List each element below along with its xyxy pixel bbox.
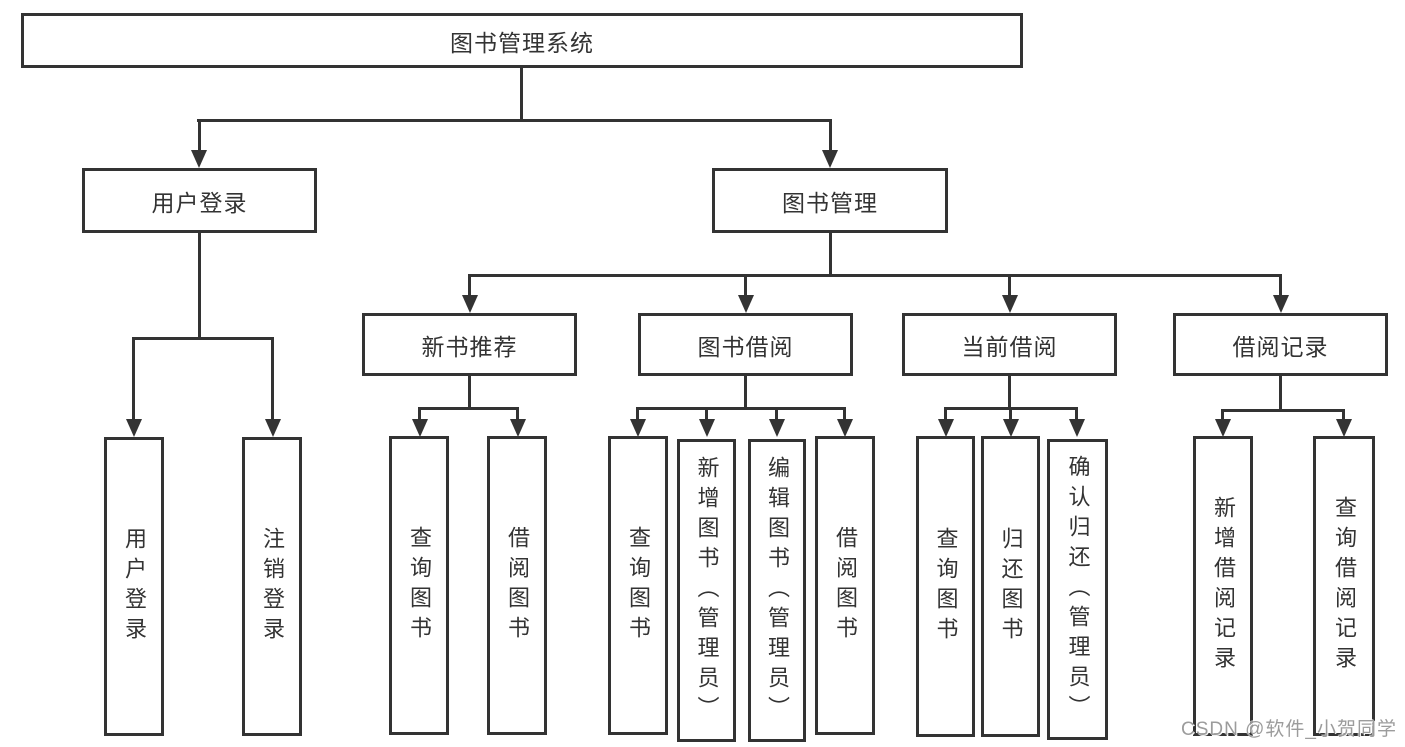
connector-arrowhead [1002, 419, 1019, 437]
connector-arrowhead [1068, 419, 1085, 437]
node-label: 借阅记录 [1232, 333, 1329, 360]
node-label: 图书管理系统 [450, 29, 594, 56]
node-library-management-system: 图书管理系统 [21, 13, 1023, 68]
leaf-label: 借阅图书 [833, 525, 858, 646]
node-current-borrow: 当前借阅 [902, 313, 1117, 376]
connector-line [197, 119, 201, 150]
connector-line [418, 407, 519, 410]
leaf-label: 归还图书 [998, 526, 1024, 647]
node-user-login: 用户登录 [82, 168, 317, 233]
node-label: 用户登录 [151, 189, 248, 216]
leaf-label: 查询图书 [933, 526, 959, 647]
leaf-borrow-books-borrow: 借阅图书 [815, 436, 875, 735]
connector-line [1008, 274, 1011, 295]
connector-arrowhead [836, 419, 853, 437]
connector-arrowhead [125, 419, 142, 437]
connector-line [132, 337, 135, 419]
connector-line [636, 407, 639, 419]
connector-arrowhead [1335, 419, 1352, 437]
connector-arrowhead [937, 419, 954, 437]
connector-line [1279, 376, 1282, 409]
connector-arrowhead [822, 150, 838, 168]
connector-arrowhead [1272, 295, 1289, 313]
node-label: 图书借阅 [697, 333, 794, 360]
leaf-query-books-borrow: 查询图书 [608, 436, 668, 735]
leaf-label: 查询借阅记录 [1332, 496, 1357, 676]
node-label: 当前借阅 [961, 333, 1058, 360]
leaf-query-books-newbook: 查询图书 [389, 436, 449, 735]
connector-line [1075, 407, 1078, 419]
leaf-label: 查询图书 [626, 525, 651, 646]
connector-line [1221, 409, 1224, 419]
connector-arrowhead [461, 295, 478, 313]
leaf-logout: 注销登录 [242, 437, 302, 736]
leaf-add-book-admin: 新增图书（管理员） [677, 439, 736, 742]
connector-arrowhead [191, 150, 207, 168]
connector-line [775, 407, 778, 419]
connector-line [1008, 376, 1011, 407]
connector-line [516, 407, 519, 419]
connector-line [1279, 274, 1282, 295]
leaf-label: 借阅图书 [505, 525, 530, 646]
node-borrow-records: 借阅记录 [1173, 313, 1388, 376]
connector-arrowhead [629, 419, 646, 437]
connector-arrowhead [1001, 295, 1018, 313]
leaf-label: 用户登录 [122, 526, 147, 647]
connector-line [468, 274, 471, 295]
leaf-label: 编辑图书（管理员） [765, 455, 790, 726]
connector-line [636, 407, 846, 410]
connector-arrowhead [411, 419, 428, 437]
leaf-edit-book-admin: 编辑图书（管理员） [748, 439, 806, 742]
leaf-confirm-return-admin: 确认归还（管理员） [1047, 439, 1108, 740]
connector-line [197, 233, 201, 337]
node-label: 新书推荐 [421, 333, 518, 360]
connector-line [843, 407, 846, 419]
node-book-management: 图书管理 [712, 168, 948, 233]
connector-line [828, 233, 832, 274]
node-book-borrow: 图书借阅 [638, 313, 853, 376]
node-new-book-recommend: 新书推荐 [362, 313, 577, 376]
leaf-add-borrow-record: 新增借阅记录 [1193, 436, 1253, 736]
connector-line [828, 119, 832, 150]
leaf-borrow-books-newbook: 借阅图书 [487, 436, 547, 735]
connector-line [744, 274, 747, 295]
connector-arrowhead [698, 419, 715, 437]
leaf-query-borrow-record: 查询借阅记录 [1313, 436, 1375, 736]
connector-line [944, 407, 947, 419]
leaf-label: 注销登录 [260, 526, 285, 647]
connector-arrowhead [264, 419, 281, 437]
leaf-return-book: 归还图书 [981, 436, 1040, 737]
connector-line [1221, 409, 1345, 412]
node-label: 图书管理 [782, 189, 878, 216]
leaf-label: 查询图书 [407, 525, 432, 646]
connector-line [1009, 407, 1012, 419]
connector-line [468, 274, 1282, 277]
connector-line [705, 407, 708, 419]
connector-line [418, 407, 421, 419]
connector-line [197, 119, 832, 122]
connector-line [271, 337, 274, 419]
leaf-label: 确认归还（管理员） [1065, 454, 1091, 725]
connector-line [132, 337, 274, 340]
connector-arrowhead [1214, 419, 1231, 437]
connector-line [744, 376, 747, 407]
connector-arrowhead [768, 419, 785, 437]
watermark: CSDN @软件_小贺同学 [1181, 719, 1397, 740]
leaf-query-books-current: 查询图书 [916, 436, 975, 737]
leaf-label: 新增图书（管理员） [694, 455, 720, 726]
leaf-label: 新增借阅记录 [1211, 496, 1236, 676]
connector-arrowhead [509, 419, 526, 437]
connector-line [468, 376, 471, 407]
leaf-user-login: 用户登录 [104, 437, 164, 736]
connector-arrowhead [737, 295, 754, 313]
connector-line [1342, 409, 1345, 419]
connector-line [520, 68, 523, 122]
